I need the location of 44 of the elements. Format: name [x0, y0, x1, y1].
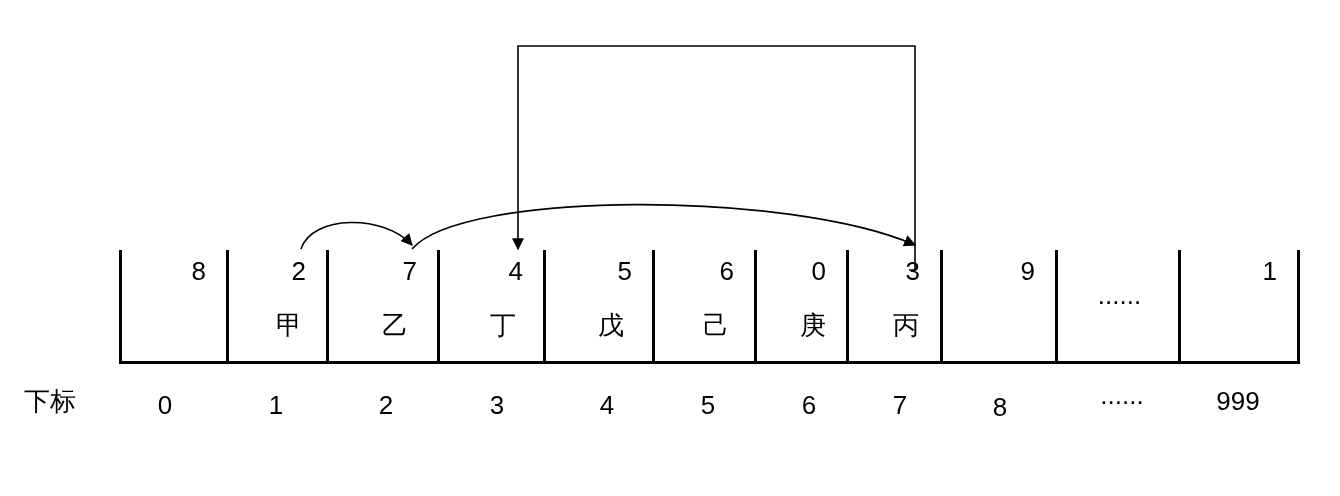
index-label: ......: [1100, 380, 1144, 410]
array-cell: [754, 250, 846, 364]
array-cell: [1178, 250, 1300, 364]
data-text: 甲: [275, 310, 303, 340]
index-label: 8: [992, 392, 1008, 422]
cursor-number: 4: [508, 256, 523, 286]
cursor-number: 5: [617, 256, 632, 286]
cursor-number: 6: [719, 256, 734, 286]
array-cell: [543, 250, 652, 364]
cursor-number: 7: [402, 256, 417, 286]
array-cell: [326, 250, 437, 364]
ellipsis-text: ......: [1096, 280, 1143, 310]
cursor-number: 2: [291, 256, 306, 286]
cursor-number: 3: [905, 256, 920, 286]
array-cell: [940, 250, 1055, 364]
data-text: 庚: [799, 310, 827, 340]
index-label: 0: [157, 390, 173, 420]
data-text: 丙: [892, 310, 920, 340]
arrow: [411, 203, 917, 250]
index-label: 5: [700, 390, 716, 420]
arrow: [512, 45, 916, 271]
array-cell: [652, 250, 754, 364]
index-label: 4: [599, 390, 615, 420]
array-cell: [226, 250, 326, 364]
row-caption: 下标: [24, 386, 76, 416]
array-cell: [1055, 250, 1178, 364]
cursor-number: 1: [1262, 256, 1277, 286]
array-cell: [437, 250, 543, 364]
data-text: 丁: [489, 310, 517, 340]
array-cell: [119, 250, 226, 364]
index-label: 7: [892, 390, 908, 420]
index-label: 999: [1216, 386, 1260, 416]
cursor-number: 0: [811, 256, 826, 286]
array-cell: [846, 250, 940, 364]
data-text: 戊: [596, 310, 625, 340]
cursor-number: 8: [191, 256, 206, 286]
index-label: 2: [378, 390, 394, 420]
cursor-number: 9: [1020, 256, 1035, 286]
index-label: 3: [489, 390, 505, 420]
arrow: [300, 221, 413, 250]
data-text: 乙: [380, 310, 409, 340]
data-text: 己: [702, 310, 730, 340]
index-label: 6: [801, 390, 817, 420]
index-label: 1: [268, 390, 284, 420]
